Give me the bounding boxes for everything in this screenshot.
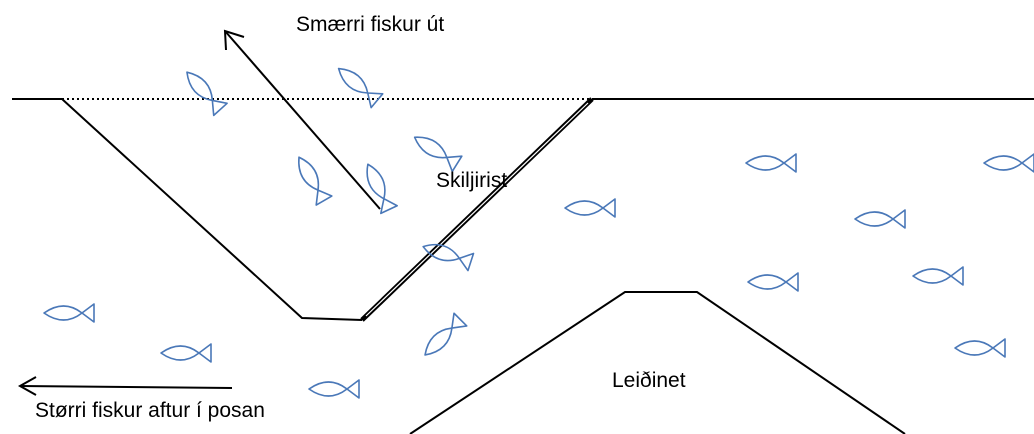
fish-icon — [43, 303, 95, 323]
upper-funnel-wall — [61, 98, 363, 321]
fish-icon — [564, 198, 616, 218]
net-outline — [12, 97, 1034, 434]
fish-icon — [424, 312, 468, 356]
fish-icon — [337, 67, 384, 109]
small-fish-arrow-shaft — [224, 30, 381, 210]
fish-icon — [160, 343, 212, 363]
fish-icon — [954, 338, 1006, 358]
guide-net-label: Leiðinet — [612, 369, 686, 392]
fish-icon — [747, 272, 799, 292]
larger-fish-back-label: Størri fiskur aftur í posan — [35, 399, 265, 422]
fish-icon — [422, 243, 475, 272]
guide-net-outline — [409, 291, 906, 434]
small-fish-arrow-head — [223, 29, 245, 51]
larger-fish-arrow-head — [17, 376, 37, 396]
fish-icon — [308, 379, 360, 399]
small-fish-out-label: Smærri fiskur út — [296, 13, 445, 36]
separator-grid-label: Skiljirist — [436, 169, 508, 192]
fish-group — [43, 67, 1034, 399]
fish-icon — [745, 153, 797, 173]
fish-icon — [366, 163, 398, 215]
arrows — [17, 29, 381, 396]
fish-icon — [186, 71, 228, 117]
fish-icon — [298, 156, 333, 206]
larger-fish-arrow-shaft — [19, 385, 233, 389]
fish-icon — [854, 209, 906, 229]
fish-icon — [983, 153, 1034, 173]
fish-icon — [413, 136, 463, 173]
separator-grid-inner-line — [365, 102, 589, 317]
fish-icon — [912, 266, 964, 286]
